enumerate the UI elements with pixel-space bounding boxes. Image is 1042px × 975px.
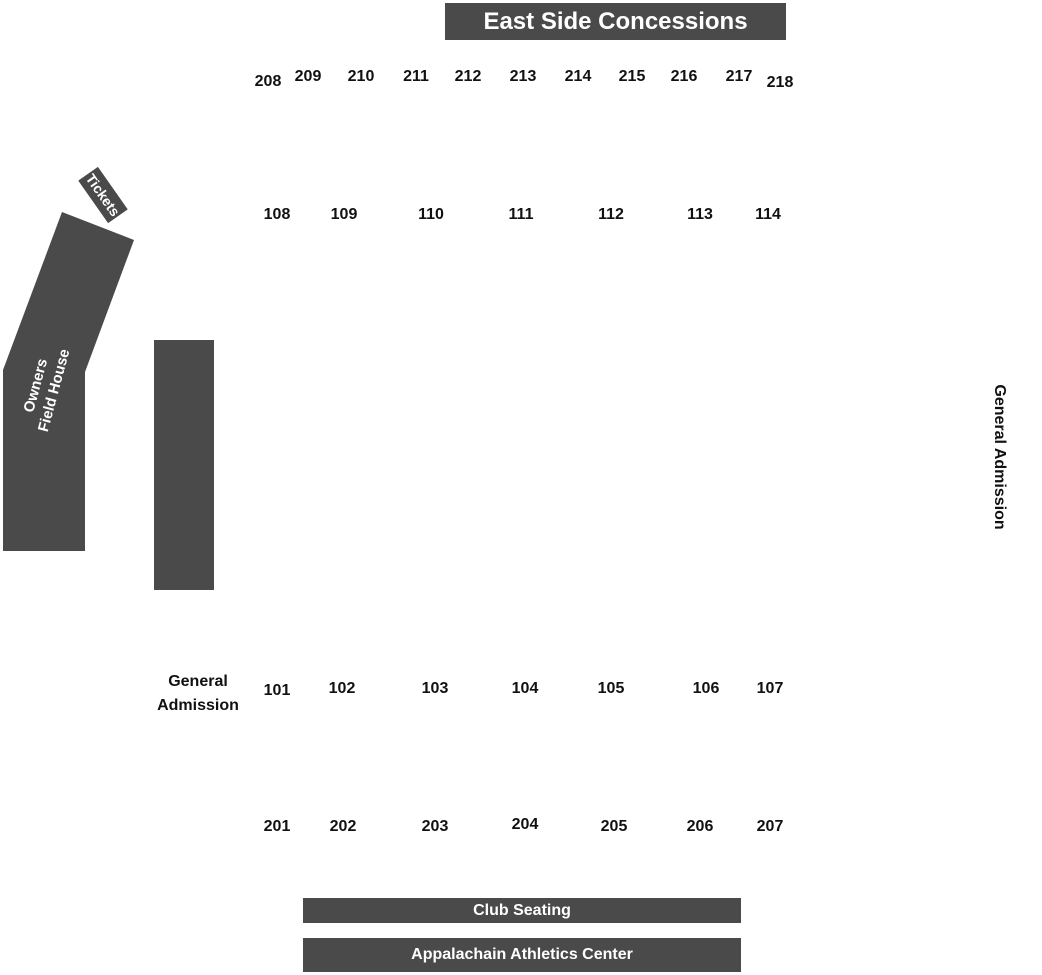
section-113[interactable]: 113 [687,206,713,223]
section-111[interactable]: 111 [508,206,534,223]
general-admission-left[interactable]: General Admission [157,670,239,718]
section-203[interactable]: 203 [421,818,449,835]
west-side-block[interactable] [154,340,214,590]
section-101[interactable]: 101 [263,682,291,699]
owners-field-house-block[interactable] [3,212,134,551]
section-105[interactable]: 105 [597,680,625,697]
section-216[interactable]: 216 [670,68,698,85]
section-217[interactable]: 217 [725,68,753,85]
section-212[interactable]: 212 [454,68,482,85]
section-109[interactable]: 109 [330,206,358,223]
section-211[interactable]: 211 [403,68,429,85]
section-104[interactable]: 104 [511,680,539,697]
section-205[interactable]: 205 [600,818,628,835]
section-202[interactable]: 202 [329,818,357,835]
general-admission-right[interactable]: General Admission [991,384,1008,530]
section-215[interactable]: 215 [618,68,646,85]
east-side-concessions[interactable]: East Side Concessions [445,3,786,40]
ga-left-line1: General [168,673,228,690]
section-106[interactable]: 106 [692,680,720,697]
section-207[interactable]: 207 [756,818,784,835]
section-102[interactable]: 102 [328,680,356,697]
section-214[interactable]: 214 [564,68,592,85]
section-209[interactable]: 209 [294,68,322,85]
section-201[interactable]: 201 [263,818,291,835]
club-seating[interactable]: Club Seating [303,898,741,923]
section-107[interactable]: 107 [756,680,784,697]
section-210[interactable]: 210 [347,68,375,85]
section-213[interactable]: 213 [509,68,537,85]
section-218[interactable]: 218 [766,74,794,91]
tickets-block[interactable] [78,166,128,224]
appalachain-athletics-center[interactable]: Appalachain Athletics Center [303,938,741,972]
section-208[interactable]: 208 [254,73,282,90]
section-108[interactable]: 108 [263,206,291,223]
section-206[interactable]: 206 [686,818,714,835]
ga-left-line2: Admission [157,697,239,714]
section-110[interactable]: 110 [418,206,444,223]
section-112[interactable]: 112 [598,206,624,223]
section-114[interactable]: 114 [755,206,781,223]
section-103[interactable]: 103 [421,680,449,697]
section-204[interactable]: 204 [511,816,539,833]
